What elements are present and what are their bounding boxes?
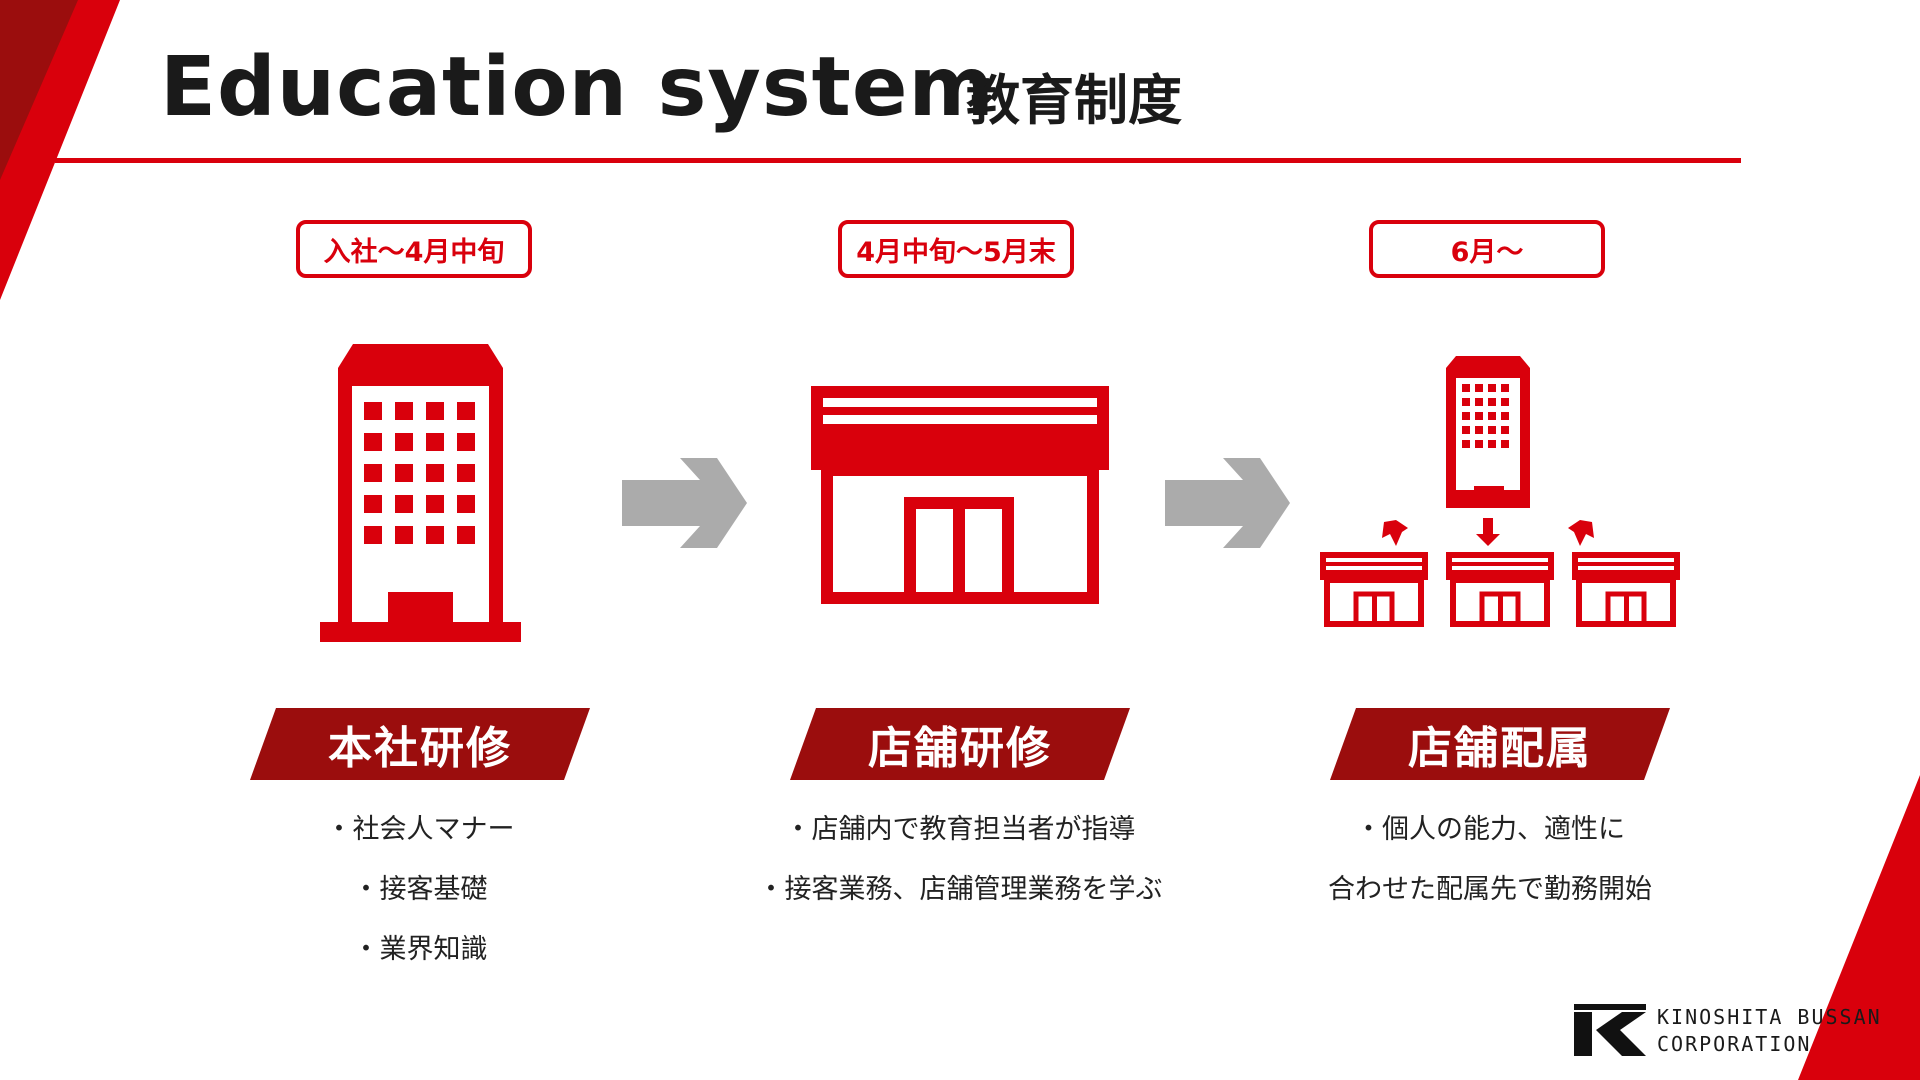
arrow-right-icon [622,458,747,548]
stage-description-assignment: ・個人の能力、適性に 合わせた配属先で勤務開始 [1260,800,1720,920]
company-name-line1: KINOSHITA BUSSAN [1657,1005,1882,1029]
period-badge-head-office: 入社〜4月中旬 [296,220,532,278]
description-line: ・店舗内で教育担当者が指導 [784,814,1136,845]
description-line: ・業界知識 [352,934,488,965]
stage-description-head-office: ・社会人マナー ・接客基礎 ・業界知識 [220,800,620,980]
banner-background [250,708,590,780]
arrow-right-icon [1165,458,1290,548]
headquarters-to-stores-icon [1320,356,1680,627]
store-icon [811,386,1109,604]
office-building-icon [320,344,521,642]
stage-label: 本社研修 [328,723,512,774]
company-logo-icon [1574,1004,1646,1056]
stage-banner-store-training: 店舗研修 [790,708,1130,780]
company-name: KINOSHITA BUSSAN CORPORATION [1657,1004,1882,1058]
description-line: ・社会人マナー [325,814,515,845]
banner-background [790,708,1130,780]
stage-description-store-training: ・店舗内で教育担当者が指導 ・接客業務、店舗管理業務を学ぶ [710,800,1210,920]
description-line: ・接客業務、店舗管理業務を学ぶ [757,874,1163,905]
stage-banner-store-assignment: 店舗配属 [1330,708,1670,780]
description-line: 合わせた配属先で勤務開始 [1328,874,1652,905]
period-badge-assignment: 6月〜 [1369,220,1605,278]
header-divider [55,158,1741,163]
description-line: ・接客基礎 [352,874,488,905]
banner-background [1330,708,1670,780]
page-title-japanese: 教育制度 [966,69,1182,132]
page-title: Education system [160,40,995,135]
period-badge-store-training: 4月中旬〜5月末 [838,220,1074,278]
description-line: ・個人の能力、適性に [1355,814,1625,845]
stage-label: 店舗配属 [1408,723,1592,774]
company-name-line2: CORPORATION [1657,1032,1812,1056]
stage-banner-head-office-training: 本社研修 [250,708,590,780]
stage-label: 店舗研修 [868,723,1052,774]
